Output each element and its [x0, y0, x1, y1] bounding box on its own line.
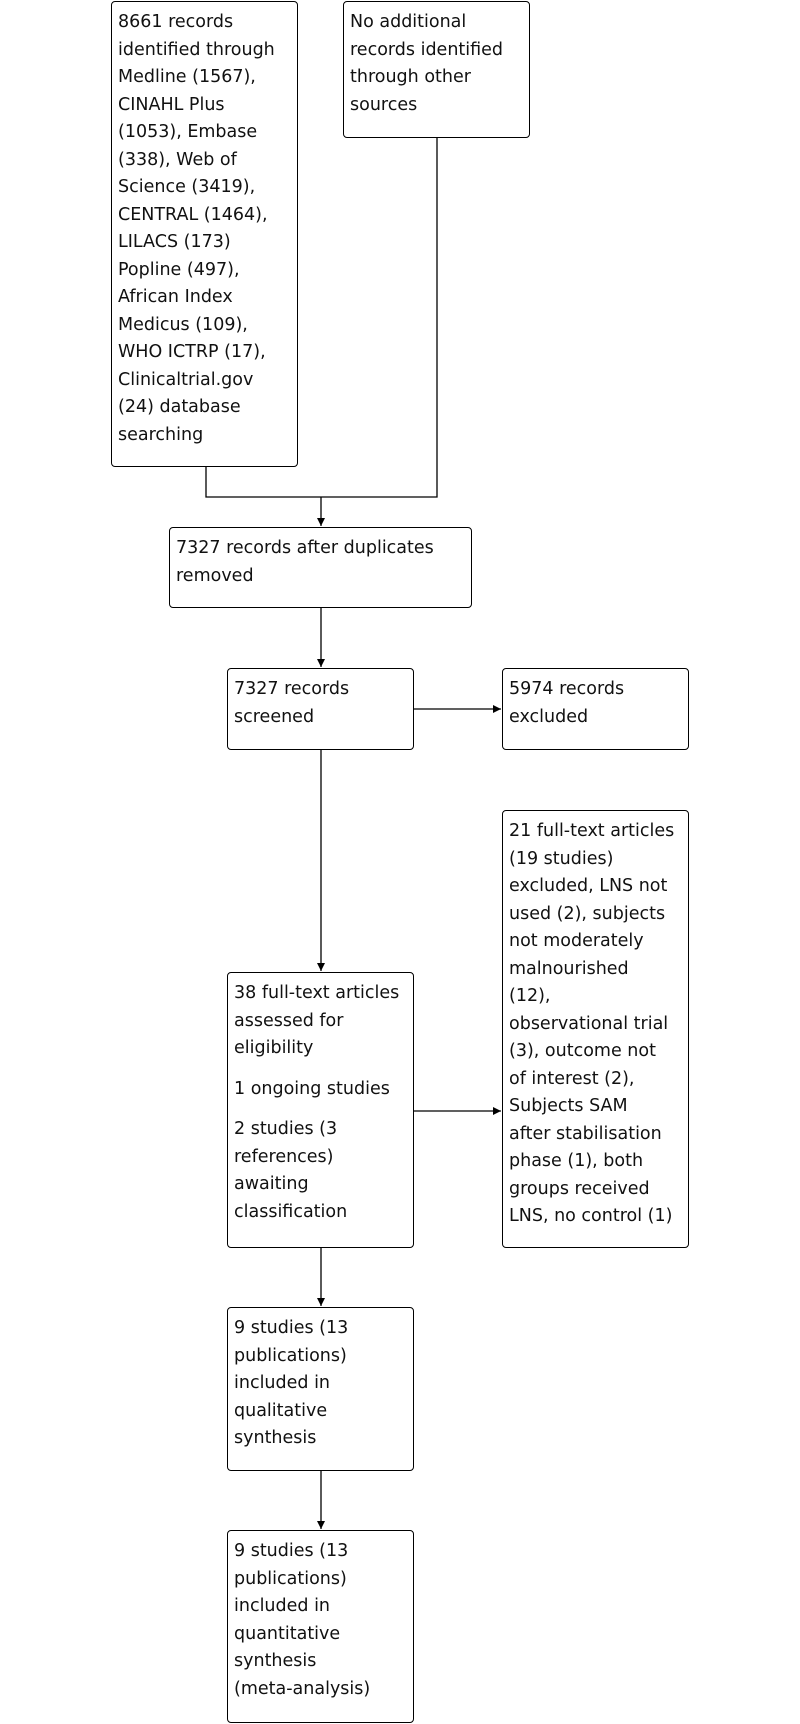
text-line: No additional — [350, 12, 467, 32]
eligibility-assessed-text: 38 full-text articles assessed for eligibi… — [234, 980, 407, 1063]
text-line: CENTRAL (1464), — [118, 204, 268, 225]
text-line: WHO ICTRP (17), — [118, 342, 266, 362]
text-line: Clinicaltrial.gov — [118, 369, 254, 390]
text-line: publications) — [234, 1345, 347, 1366]
text-line: classification — [234, 1201, 348, 1222]
eligibility-ongoing-text: 1 ongoing studies — [234, 1076, 407, 1104]
box-screened: 7327 records screened — [227, 668, 414, 750]
box-quantitative: 9 studies (13 publications) included in qua… — [227, 1530, 414, 1723]
text-line: searching — [118, 424, 204, 445]
text-line: Medicus (109), — [118, 314, 248, 335]
text-line: removed — [176, 565, 254, 586]
text-line: records identified — [350, 39, 504, 60]
text-line: Science (3419), — [118, 177, 256, 197]
text-line: 21 full-text articles — [509, 821, 675, 841]
text-line: publications) — [234, 1568, 347, 1589]
text-line: 9 studies (13 — [234, 1318, 349, 1338]
text-line: (1053), Embase — [118, 122, 258, 142]
text-line: through other — [350, 67, 471, 87]
text-line: qualitative — [234, 1400, 328, 1421]
excluded-text: 5974 records excluded — [509, 676, 682, 731]
text-line: used (2), subjects — [509, 903, 666, 924]
screened-text: 7327 records screened — [234, 676, 407, 731]
text-line: LILACS (173) — [118, 232, 231, 252]
text-line: references) — [234, 1146, 334, 1167]
after-duplicates-text: 7327 records after duplicates removed — [176, 535, 465, 590]
text-line: 7327 records — [234, 679, 350, 699]
text-line: 5974 records — [509, 679, 625, 699]
box-excluded: 5974 records excluded — [502, 668, 689, 750]
box-other-sources: No additional records identified through o… — [343, 1, 530, 138]
text-line: (338), Web of — [118, 149, 237, 170]
text-line: 38 full-text articles — [234, 983, 400, 1003]
text-line: (3), outcome not — [509, 1041, 656, 1061]
text-line: phase (1), both — [509, 1151, 644, 1171]
text-line: Popline (497), — [118, 259, 240, 280]
box-eligibility: 38 full-text articles assessed for eligibi… — [227, 972, 414, 1248]
text-line: CINAHL Plus — [118, 94, 225, 115]
text-line: LNS, no control (1) — [509, 1206, 673, 1226]
text-line: eligibility — [234, 1038, 314, 1058]
text-line: not moderately — [509, 931, 644, 951]
text-line: (19 studies) — [509, 848, 614, 869]
text-line: excluded, LNS not — [509, 876, 668, 896]
text-line: included in — [234, 1373, 331, 1393]
quantitative-text: 9 studies (13 publications) included in qua… — [234, 1538, 407, 1703]
connector-database-to-merge — [205, 467, 321, 498]
text-line: (24) database — [118, 397, 241, 417]
text-line: 8661 records — [118, 12, 234, 32]
full-text-excluded-text: 21 full-text articles (19 studies) exclude… — [509, 818, 682, 1231]
text-line: malnourished — [509, 958, 629, 979]
text-line: 1 ongoing studies — [234, 1078, 390, 1099]
box-qualitative: 9 studies (13 publications) included in qua… — [227, 1307, 414, 1471]
box-after-duplicates: 7327 records after duplicates removed — [169, 527, 472, 608]
text-line: assessed for — [234, 1010, 344, 1031]
text-line: awaiting — [234, 1174, 309, 1194]
text-line: identified through — [118, 39, 275, 60]
eligibility-awaiting-text: 2 studies (3 references) awaiting classific… — [234, 1116, 407, 1226]
text-line: 7327 records after duplicates — [176, 538, 434, 558]
connector-other-sources-to-merge — [321, 138, 438, 498]
text-line: (12), — [509, 986, 551, 1006]
text-line: screened — [234, 706, 315, 727]
text-line: groups received — [509, 1178, 650, 1199]
text-line: of interest (2), — [509, 1068, 635, 1089]
qualitative-text: 9 studies (13 publications) included in qua… — [234, 1315, 407, 1453]
box-full-text-excluded: 21 full-text articles (19 studies) exclude… — [502, 810, 689, 1248]
text-line: sources — [350, 94, 418, 115]
text-line: after stabilisation — [509, 1123, 662, 1144]
text-line: Medline (1567), — [118, 67, 256, 87]
text-line: (meta-analysis) — [234, 1678, 371, 1699]
text-line: included in — [234, 1596, 331, 1616]
text-line: 9 studies (13 — [234, 1541, 349, 1561]
text-line: 2 studies (3 — [234, 1119, 338, 1139]
text-line: synthesis — [234, 1428, 317, 1448]
text-line: excluded — [509, 706, 589, 727]
text-line: quantitative — [234, 1623, 341, 1644]
other-sources-text: No additional records identified through o… — [350, 9, 523, 119]
text-line: Subjects SAM — [509, 1096, 628, 1116]
text-line: synthesis — [234, 1651, 317, 1671]
text-line: African Index — [118, 287, 233, 307]
text-line: observational trial — [509, 1013, 669, 1034]
